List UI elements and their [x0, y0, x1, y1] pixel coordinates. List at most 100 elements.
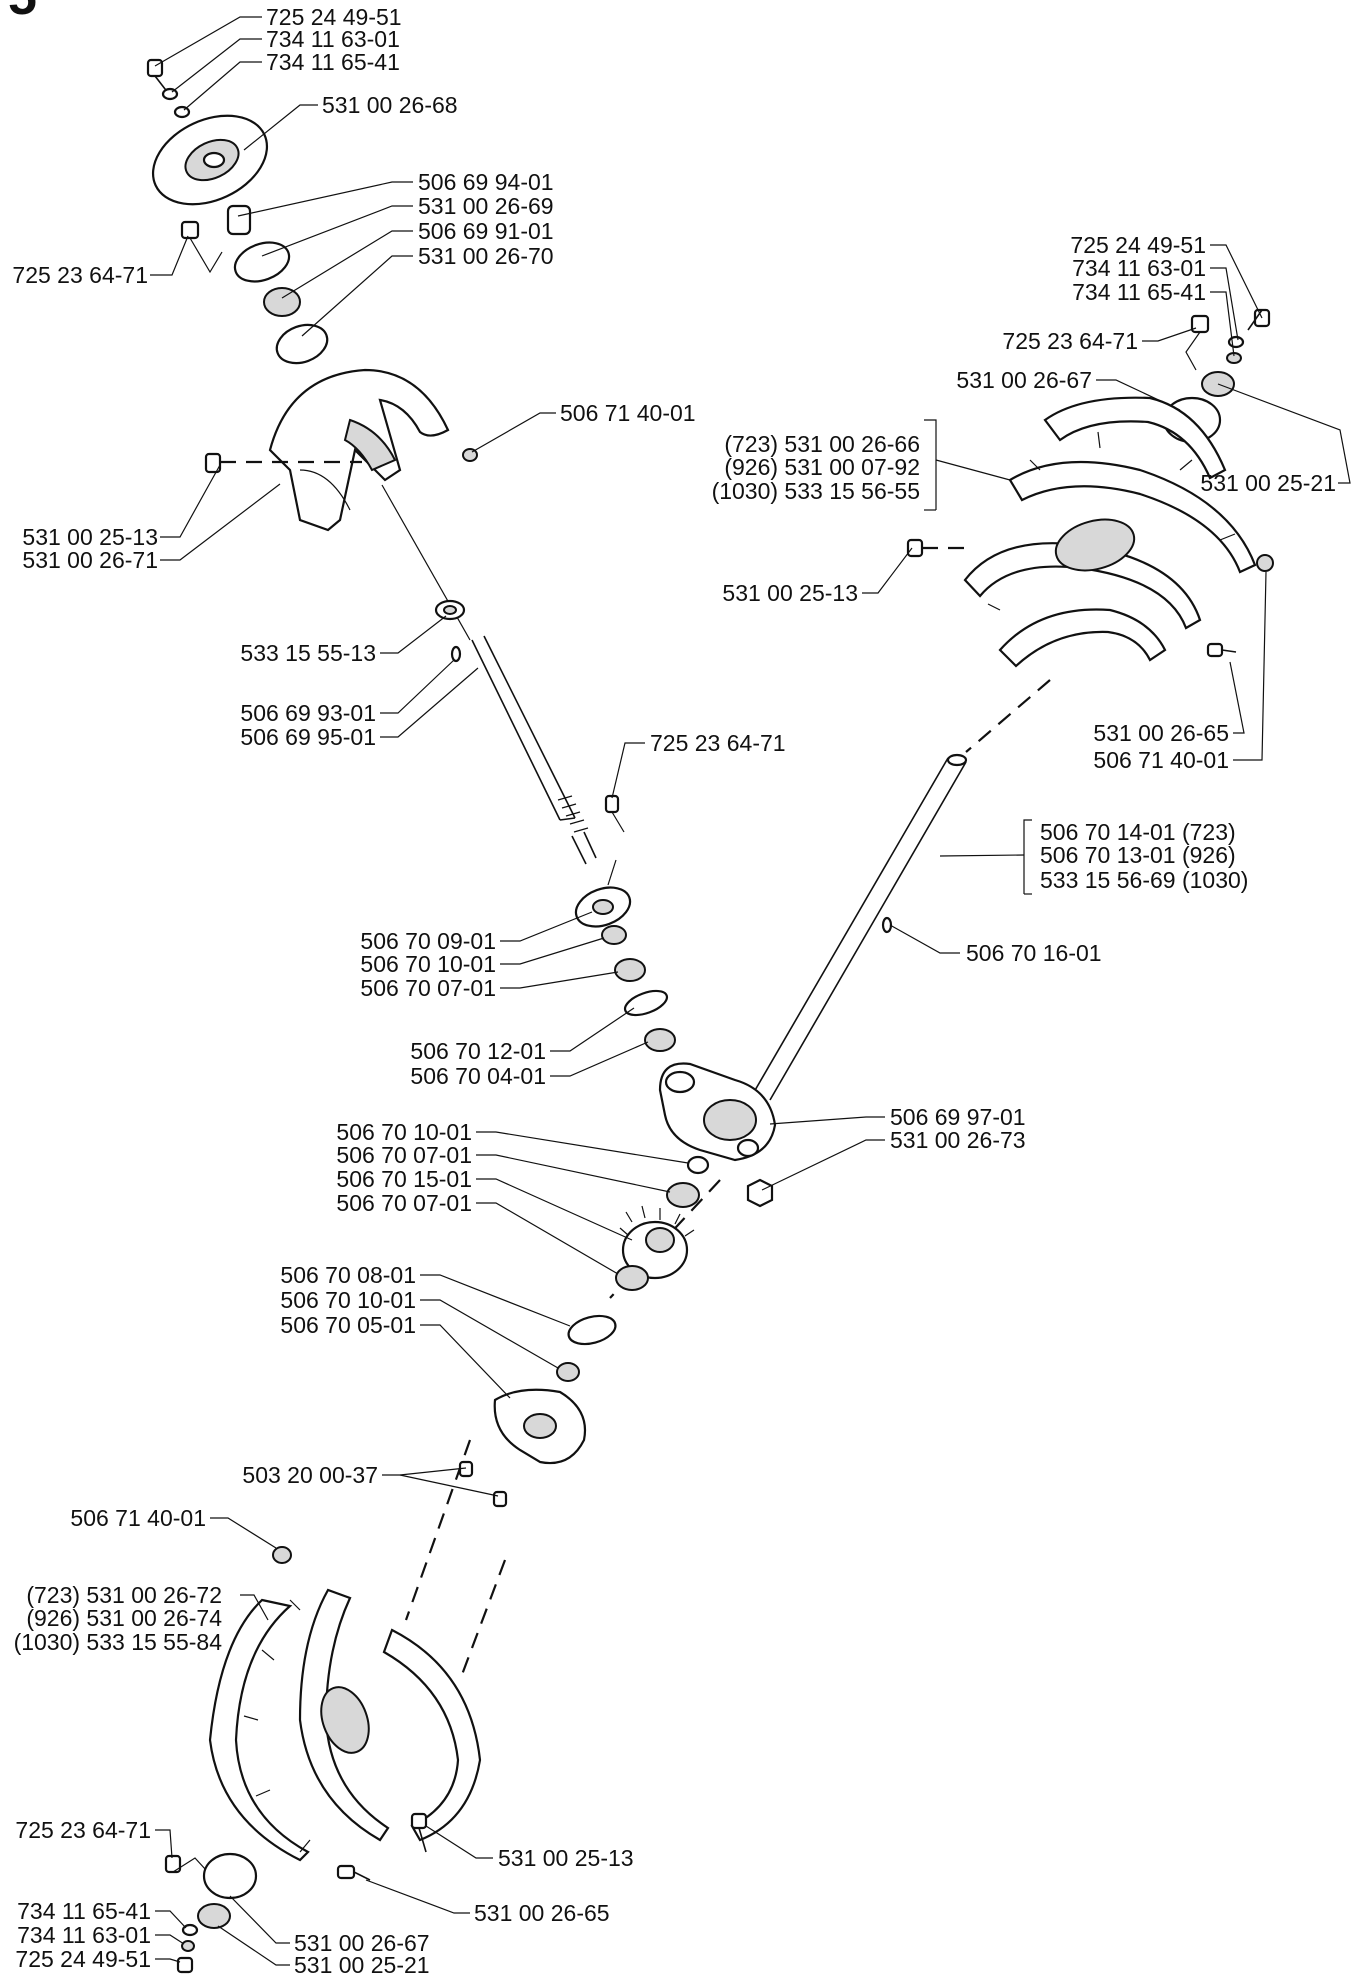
part-number-label: 725 23 64-71: [650, 730, 786, 756]
part-number-label: 506 70 14-01 (723): [1040, 819, 1236, 845]
ring-icon: [623, 989, 669, 1017]
flange-icon: [202, 1852, 258, 1900]
screw-icon: [164, 1854, 207, 1874]
screw-icon: [180, 220, 223, 274]
part-number-label: 531 00 26-68: [322, 92, 458, 118]
screw-icon: [1185, 314, 1210, 371]
screw-icon: [176, 1956, 194, 1974]
auger-right-icon: [208, 1588, 482, 1862]
part-number-label: 506 70 07-01: [336, 1142, 472, 1168]
gearbox-housing-icon: [658, 1062, 777, 1162]
washer-icon: [181, 1940, 195, 1952]
star-washer-icon: [434, 599, 466, 621]
part-number-label: 725 24 49-51: [1070, 232, 1206, 258]
part-number-label: 725 24 49-51: [15, 1946, 151, 1972]
part-number-label: 506 70 09-01: [360, 928, 496, 954]
part-number-label: (926) 531 00 07-92: [724, 454, 920, 480]
part-number-label: 506 70 15-01: [336, 1166, 472, 1192]
bearing-icon: [686, 1155, 710, 1175]
part-number-label: 734 11 65-41: [1072, 279, 1206, 305]
part-number-label: 506 70 07-01: [336, 1190, 472, 1216]
bearing-icon: [556, 1362, 580, 1382]
screw-icon: [604, 794, 625, 886]
bolt-icon: [906, 538, 966, 558]
part-number-label: 506 69 94-01: [418, 169, 554, 195]
part-number-label: 506 69 91-01: [418, 218, 554, 244]
washer-icon: [181, 1923, 199, 1937]
part-number-label: 531 00 26-70: [418, 243, 554, 269]
part-number-label: 734 11 65-41: [266, 49, 400, 75]
part-number-label: 533 15 56-69 (1030): [1040, 867, 1248, 893]
rim-icon: [151, 114, 269, 206]
part-number-label: 506 70 05-01: [280, 1312, 416, 1338]
right-shaft: [753, 679, 1051, 1101]
screw-icon: [746, 1178, 774, 1208]
seal-cover-icon: [574, 886, 632, 928]
part-number-label: 531 00 26-67: [294, 1930, 430, 1956]
cover-icon: [493, 1388, 587, 1465]
diagram-number: 5: [8, 0, 37, 26]
bolt-icon: [336, 1864, 371, 1881]
bearing-icon: [644, 1028, 676, 1052]
part-number-label: 506 70 13-01 (926): [1040, 842, 1236, 868]
part-number-label: 506 69 93-01: [240, 700, 376, 726]
part-number-label: 725 24 49-51: [266, 4, 402, 30]
part-number-label: 506 69 95-01: [240, 724, 376, 750]
part-number-label: 506 70 10-01: [280, 1287, 416, 1313]
part-number-label: 531 00 26-65: [474, 1900, 610, 1926]
part-number-label: 734 11 65-41: [17, 1898, 151, 1924]
bearing-icon: [197, 1903, 231, 1929]
washer-icon: [1227, 335, 1245, 349]
bearing-icon: [263, 287, 301, 317]
bearing-icon: [601, 925, 627, 945]
part-number-label: 506 71 40-01: [1093, 747, 1229, 773]
part-number-label: 531 00 25-13: [22, 524, 158, 550]
part-number-label: 506 70 12-01: [410, 1038, 546, 1064]
part-number-label: 506 70 07-01: [360, 975, 496, 1001]
key-icon: [450, 645, 462, 663]
part-number-label: (723) 531 00 26-72: [26, 1582, 222, 1608]
part-number-label: 531 00 26-71: [22, 547, 158, 573]
worm-gear-icon: [619, 1205, 695, 1280]
leader-lines: [150, 16, 1351, 1966]
part-number-label: (723) 531 00 26-66: [724, 431, 920, 457]
part-number-label: (926) 531 00 26-74: [26, 1605, 222, 1631]
bolt-axis-line: [458, 1559, 507, 1681]
part-number-label: 533 15 55-13: [240, 640, 376, 666]
part-number-label: 531 00 26-65: [1093, 720, 1229, 746]
part-labels: 725 24 49-51 734 11 63-01 734 11 65-41 5…: [12, 4, 1336, 1978]
screw-icon: [1247, 308, 1271, 331]
part-number-label: (1030) 533 15 56-55: [712, 478, 920, 504]
part-number-label: 506 71 40-01: [70, 1505, 206, 1531]
part-number-label: 734 11 63-01: [1072, 255, 1206, 281]
part-number-label: 506 70 10-01: [360, 951, 496, 977]
part-number-label: 531 00 25-21: [1200, 470, 1336, 496]
part-number-label: 506 70 16-01: [966, 940, 1102, 966]
part-number-label: 531 00 25-21: [294, 1952, 430, 1978]
part-number-label: 531 00 26-73: [890, 1127, 1026, 1153]
left-shaft: [381, 484, 597, 865]
part-number-label: 531 00 26-67: [956, 367, 1092, 393]
key-icon: [881, 916, 893, 934]
part-number-label: 506 71 40-01: [560, 400, 696, 426]
part-number-label: 725 23 64-71: [1002, 328, 1138, 354]
nut-icon: [1256, 554, 1274, 572]
bearing-icon: [615, 1265, 649, 1291]
part-number-label: (1030) 533 15 55-84: [14, 1629, 223, 1655]
bearing-icon: [614, 958, 646, 982]
bolt-icon: [1206, 642, 1237, 658]
part-number-label: 734 11 63-01: [17, 1922, 151, 1948]
nut-icon: [272, 1546, 292, 1564]
part-number-label: 531 00 25-13: [722, 580, 858, 606]
ring-icon: [567, 1314, 617, 1346]
part-number-label: 506 69 97-01: [890, 1104, 1026, 1130]
part-number-label: 531 00 26-69: [418, 193, 554, 219]
hub-icon: [233, 241, 291, 283]
bearing-icon: [666, 1182, 700, 1208]
part-number-label: 734 11 63-01: [266, 26, 400, 52]
bolt-icon: [410, 1812, 428, 1853]
auger-left-icon: [963, 396, 1257, 668]
flange-icon: [275, 323, 329, 365]
screw-icon: [492, 1490, 508, 1508]
